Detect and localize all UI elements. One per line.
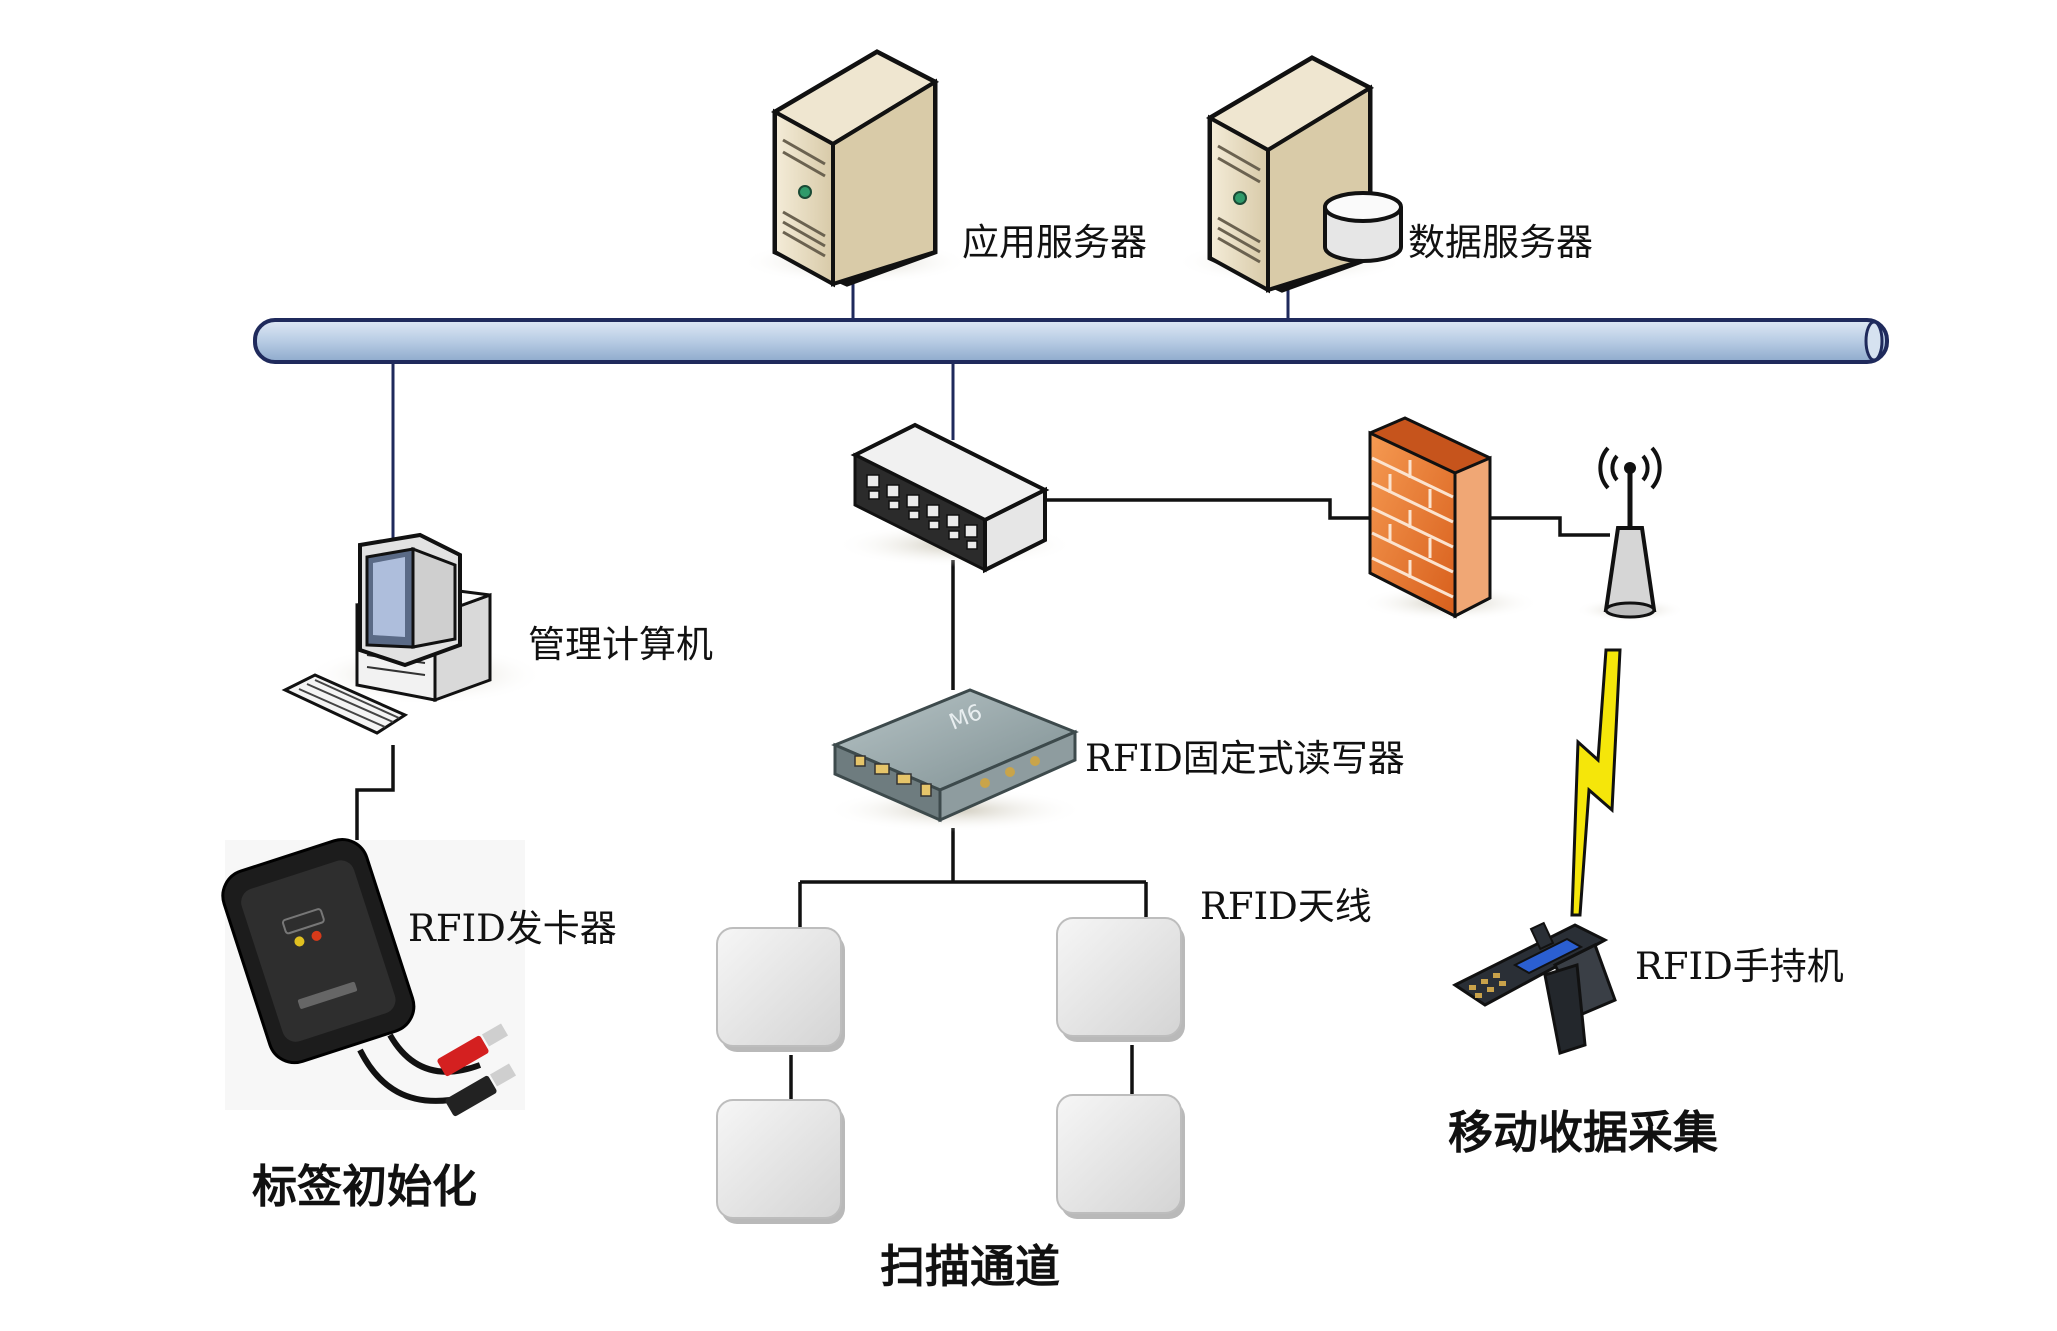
card-issuer-label: RFID发卡器 (408, 907, 617, 950)
rfid-antenna-icon (716, 927, 845, 1052)
desktop-computer-icon (281, 532, 545, 735)
handheld-label: RFID手持机 (1635, 945, 1844, 988)
rfid-reader-icon: M6 (825, 688, 1085, 832)
handheld-terminal-icon (1452, 921, 1617, 1055)
app-server-label: 应用服务器 (962, 221, 1147, 264)
server-icon (740, 49, 970, 288)
database-icon (1323, 191, 1403, 263)
network-bus (253, 318, 1889, 364)
mobile-collection-caption: 移动收据采集 (1448, 1106, 1719, 1159)
rfid-antenna-icon (1056, 917, 1185, 1042)
fixed-reader-label: RFID固定式读写器 (1085, 737, 1405, 780)
connector-firewall-ap (1490, 516, 1610, 537)
network-switch-icon (835, 422, 1075, 574)
rfid-antenna-icon (1056, 1094, 1185, 1219)
connector-switch-firewall (1040, 498, 1375, 520)
card-issuer-icon (221, 838, 525, 1117)
tag-init-caption: 标签初始化 (252, 1160, 478, 1213)
wireless-ap-icon (1575, 446, 1685, 622)
lightning-icon (1570, 648, 1622, 917)
data-server-label: 数据服务器 (1408, 221, 1593, 264)
antenna-label: RFID天线 (1200, 885, 1372, 928)
management-pc-label: 管理计算机 (528, 623, 713, 666)
scan-channel-caption: 扫描通道 (880, 1240, 1061, 1293)
black-connectors (355, 498, 1610, 1105)
rfid-antenna-icon (716, 1099, 845, 1224)
firewall-icon (1360, 416, 1540, 621)
connector-pc-card-issuer (355, 745, 395, 848)
